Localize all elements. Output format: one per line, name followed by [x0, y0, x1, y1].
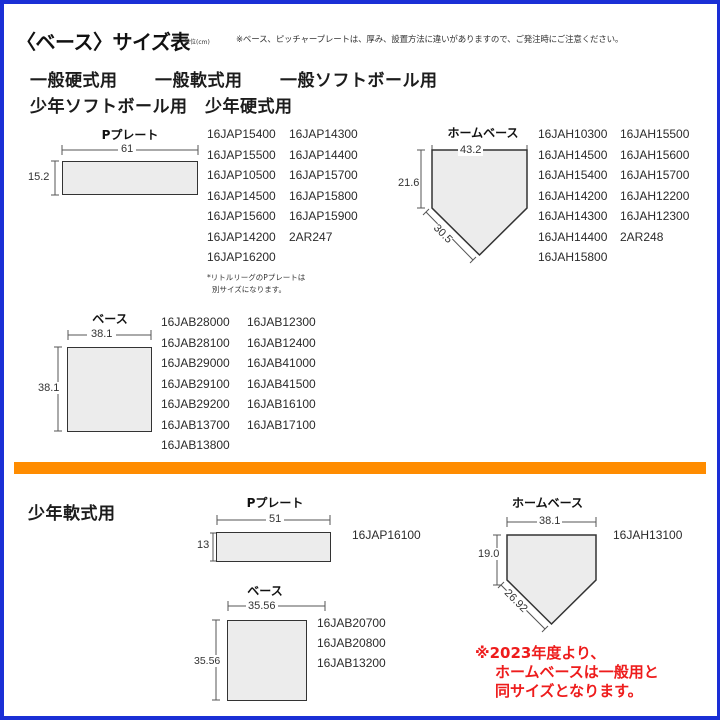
little-league-note: *リトルリーグのPプレートは 別サイズになります。 — [207, 272, 305, 296]
red-notice: ※2023年度より、 ホームベースは一般用と 同サイズとなります。 — [475, 644, 659, 701]
product-code: 16JAP10500 — [207, 168, 276, 182]
p-plate-codes: 16JAP15400 16JAP14300 16JAP15500 16JAP1440… — [207, 124, 371, 268]
product-code: 16JAB28100 — [161, 335, 230, 350]
p-plate-width: 61 — [118, 143, 137, 155]
product-code: 16JAP14500 — [207, 188, 276, 203]
youth-base-label: ベース — [247, 584, 283, 598]
product-code: 16JAB28000 — [161, 315, 230, 329]
base-width: 38.1 — [87, 328, 117, 340]
youth-base-width: 35.56 — [246, 600, 278, 612]
product-code: 16JAP14200 — [207, 229, 276, 244]
youth-p-plate-height: 13 — [197, 539, 210, 551]
product-code: 16JAB12300 — [247, 315, 316, 329]
product-code: 16JAH15500 — [620, 127, 690, 141]
product-code: 16JAB13200 — [317, 656, 386, 670]
home-base-codes: 16JAH10300 16JAH15500 16JAH14500 16JAH1560… — [538, 124, 702, 268]
product-code: 16JAH15600 — [620, 147, 690, 162]
home-base-side: 21.6 — [398, 177, 420, 189]
product-code: 16JAP14400 — [289, 147, 358, 162]
product-code: 16JAH15700 — [620, 168, 690, 182]
youth-home-base-shape — [493, 517, 597, 633]
product-code: 16JAH12300 — [620, 209, 690, 223]
red-notice-line: ホームベースは一般用と — [495, 663, 659, 681]
product-code: 16JAB29000 — [161, 356, 230, 370]
product-code: 16JAB41000 — [247, 356, 316, 370]
home-base-width: 43.2 — [458, 144, 484, 156]
youth-base-height: 35.56 — [194, 655, 221, 667]
caution-notice: ※ベース、ピッチャープレートは、厚み、設置方法に違いがありますので、ご発注時にご… — [236, 35, 624, 45]
p-plate-label: Pプレート — [101, 128, 159, 142]
category-youth-softball: 少年ソフトボール用 — [30, 97, 188, 117]
youth-home-base-width: 38.1 — [537, 515, 563, 527]
product-code: 16JAH14400 — [538, 229, 608, 244]
product-code: 16JAH12200 — [620, 188, 690, 203]
base-height: 38.1 — [38, 382, 60, 394]
youth-base-shape — [227, 620, 307, 701]
product-code: 16JAH10300 — [538, 127, 608, 141]
product-code: 16JAB12400 — [247, 335, 316, 350]
red-notice-line: ※2023年度より、 — [475, 644, 606, 662]
note-line: 別サイズになります。 — [212, 285, 287, 294]
base-label: ベース — [92, 312, 128, 326]
category-youth-hard: 少年硬式用 — [205, 97, 293, 117]
product-code: 16JAB16100 — [247, 397, 316, 411]
base-shape — [67, 347, 152, 432]
product-code: 2AR248 — [620, 229, 664, 244]
product-code: 16JAP16200 — [207, 250, 276, 264]
youth-home-base-side: 19.0 — [478, 548, 500, 560]
product-code: 16JAB13700 — [161, 417, 230, 432]
home-base-label: ホームベース — [447, 126, 519, 140]
product-code: 16JAH15400 — [538, 168, 608, 182]
category-general-softball: 一般ソフトボール用 — [280, 71, 438, 91]
category-general-soft: 一般軟式用 — [155, 71, 243, 91]
product-code: 16JAB13800 — [161, 438, 230, 452]
product-code: 16JAH13100 — [613, 528, 683, 542]
base-codes: 16JAB28000 16JAB12300 16JAB28100 16JAB1240… — [161, 312, 329, 456]
page-title: 〈ベース〉サイズ表 — [16, 30, 190, 54]
youth-home-base-codes: 16JAH13100 — [613, 525, 682, 546]
section-divider — [14, 462, 706, 474]
product-code: 16JAP15800 — [289, 188, 358, 203]
p-plate-height: 15.2 — [28, 171, 50, 183]
youth-p-plate-width: 51 — [266, 513, 285, 525]
youth-p-plate-label: Pプレート — [246, 496, 304, 510]
product-code: 16JAP15500 — [207, 147, 276, 162]
product-code: 16JAH14300 — [538, 209, 608, 223]
product-code: 16JAP16100 — [352, 528, 421, 542]
product-code: 16JAB20800 — [317, 636, 386, 650]
product-code: 16JAB17100 — [247, 417, 316, 432]
product-code: 16JAP14300 — [289, 127, 358, 141]
unit-label: 単位(cm) — [184, 39, 210, 46]
product-code: 16JAH15800 — [538, 250, 608, 264]
product-code: 16JAH14200 — [538, 188, 608, 203]
category-general-hard: 一般硬式用 — [30, 71, 118, 91]
p-plate-height-dimension-icon — [51, 160, 59, 196]
youth-base-codes: 16JAB20700 16JAB20800 16JAB13200 — [317, 613, 386, 673]
product-code: 16JAB29100 — [161, 376, 230, 391]
product-code: 16JAP15700 — [289, 168, 358, 182]
product-code: 16JAB20700 — [317, 616, 386, 630]
youth-p-plate-shape — [216, 532, 331, 562]
product-code: 16JAP15400 — [207, 127, 276, 141]
red-notice-line: 同サイズとなります。 — [495, 682, 643, 700]
note-line: *リトルリーグのPプレートは — [207, 273, 306, 282]
product-code: 16JAB41500 — [247, 376, 316, 391]
p-plate-shape — [62, 161, 198, 195]
product-code: 16JAH14500 — [538, 147, 608, 162]
product-code: 16JAB29200 — [161, 397, 230, 411]
youth-home-base-label: ホームベース — [511, 496, 584, 510]
category-youth-soft: 少年軟式用 — [28, 504, 116, 524]
youth-p-plate-codes: 16JAP16100 — [352, 525, 421, 546]
product-code: 16JAP15900 — [289, 209, 358, 223]
product-code: 16JAP15600 — [207, 209, 276, 223]
product-code: 2AR247 — [289, 229, 333, 244]
